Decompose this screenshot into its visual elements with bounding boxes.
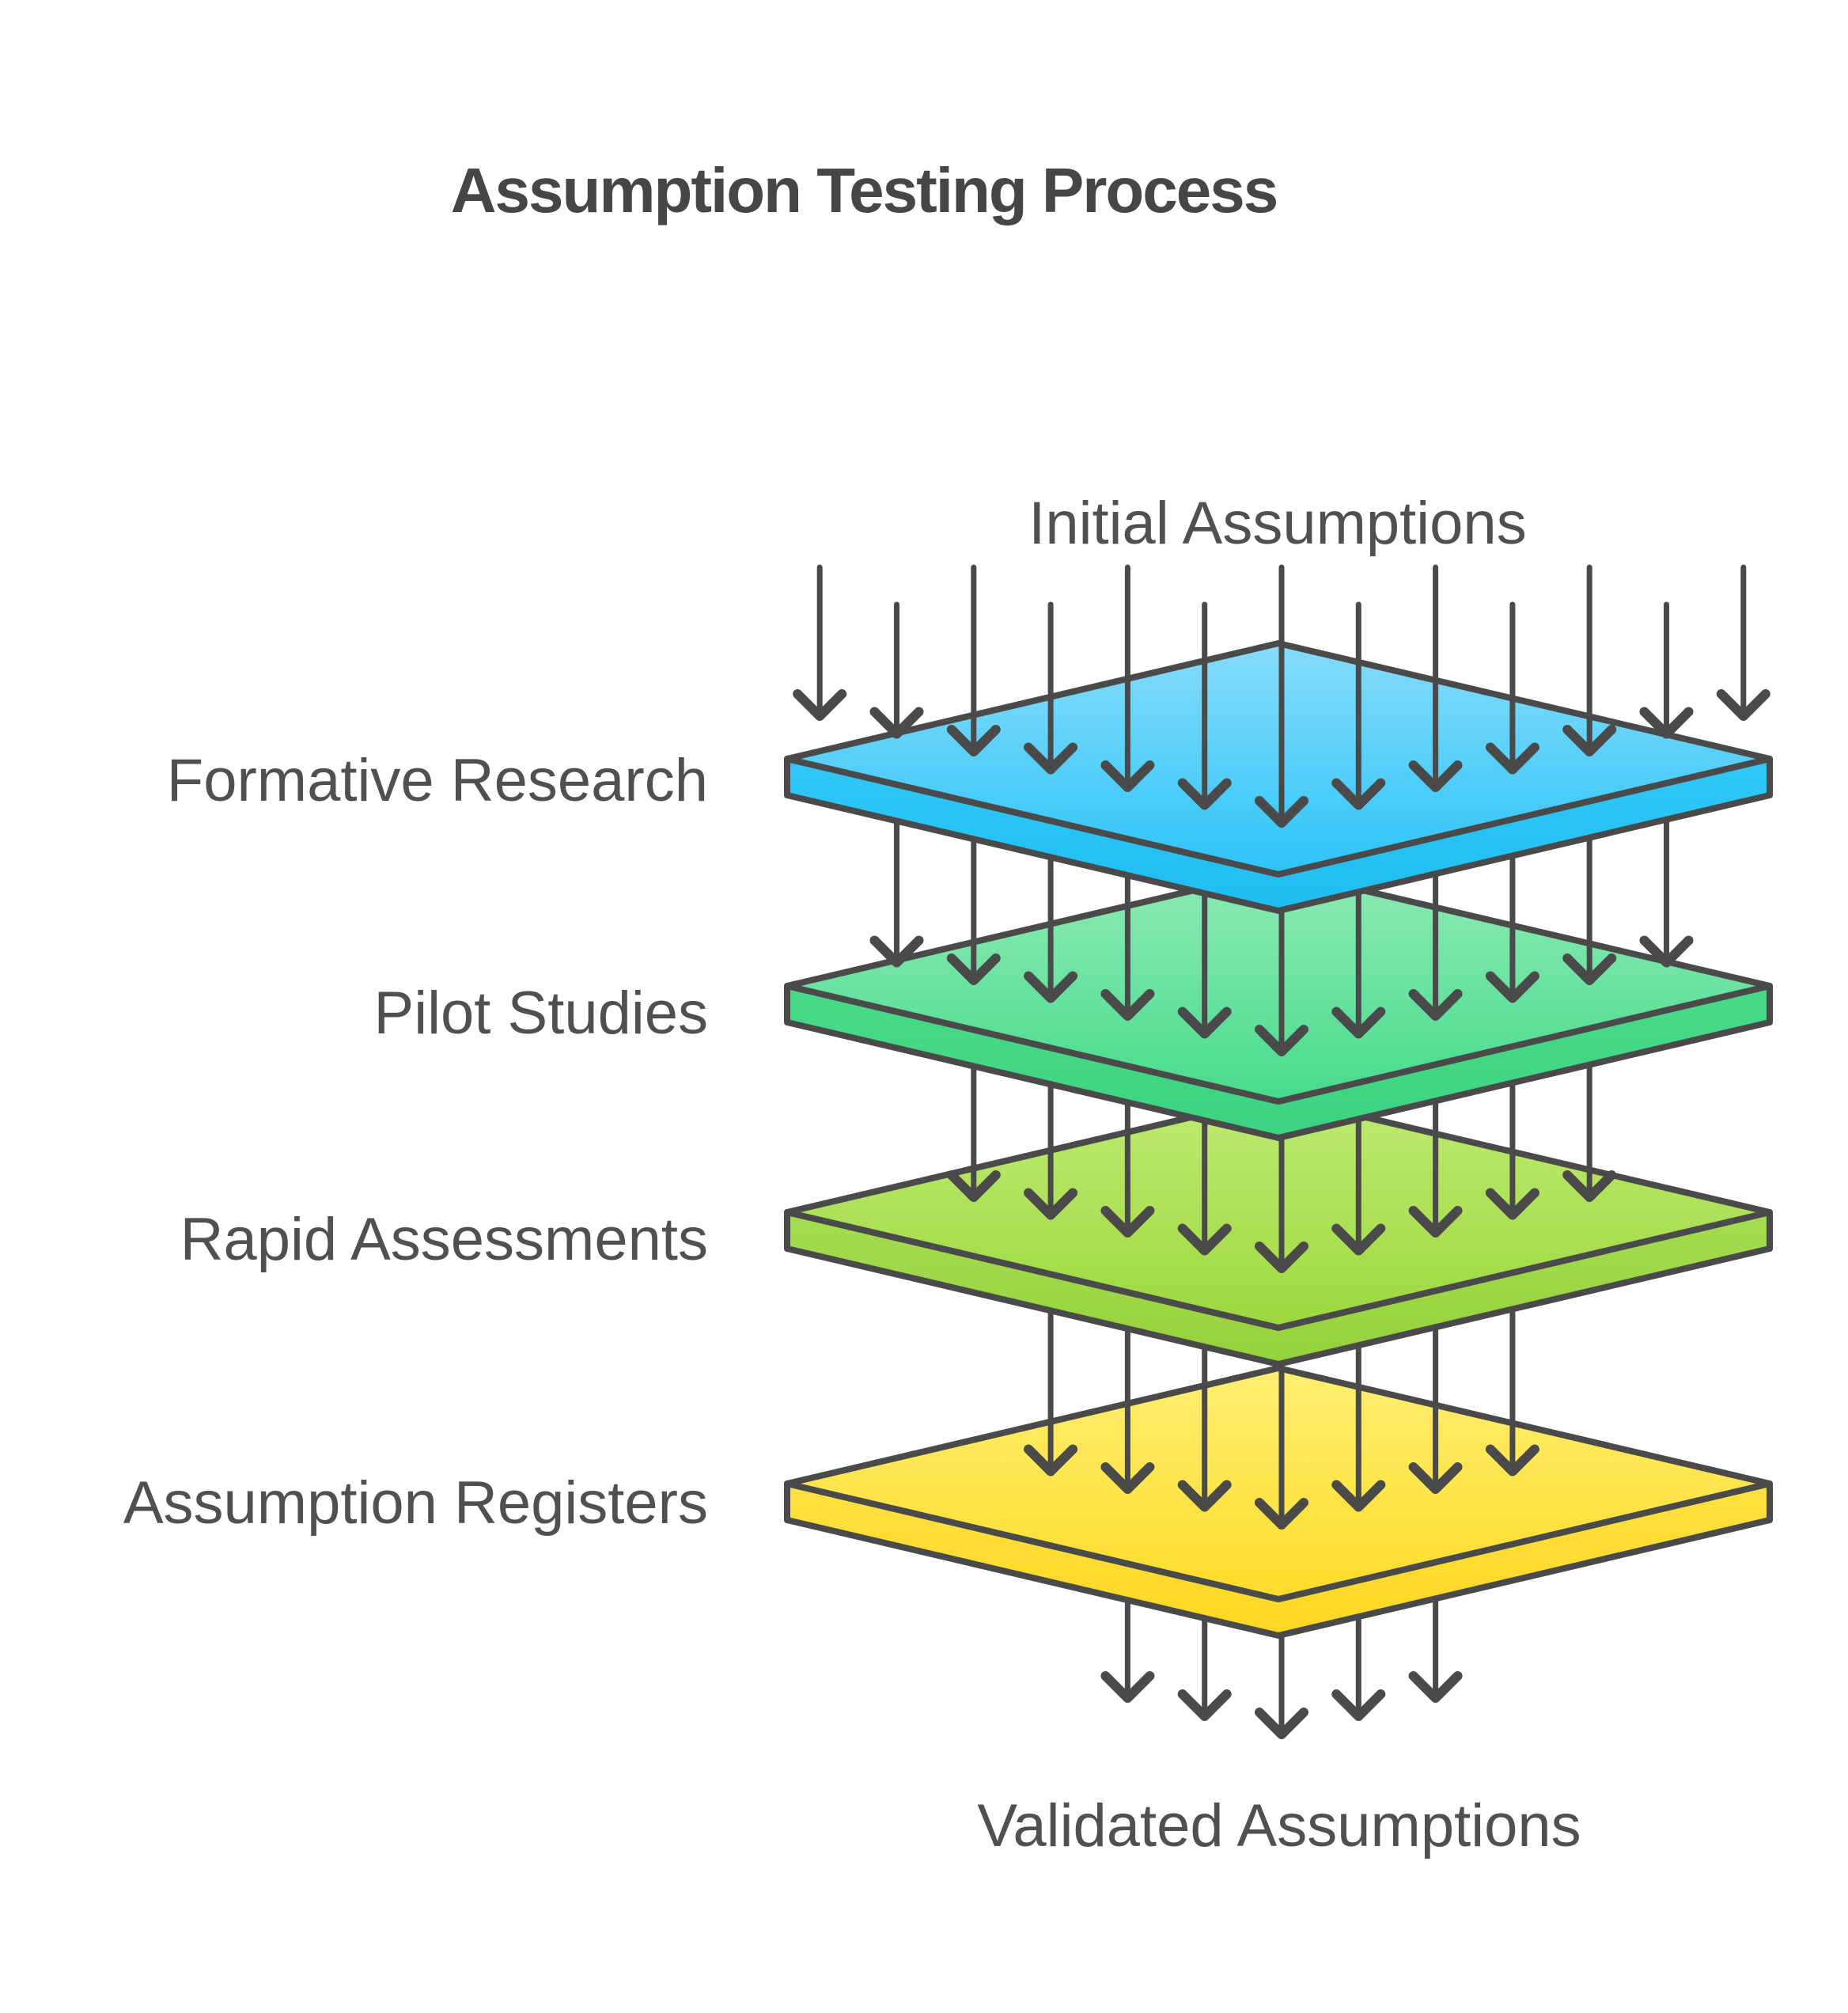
arrowhead-chevron-icon (1562, 725, 1617, 756)
stage-label-rapid-assessments: Rapid Assessments (180, 1206, 708, 1273)
arrowhead-chevron-icon (869, 935, 924, 968)
arrowhead-chevron-icon (1331, 1223, 1386, 1256)
flow-arrow (869, 601, 924, 739)
arrowhead-chevron-icon (793, 689, 847, 721)
arrowhead-chevron-icon (1024, 971, 1078, 1003)
arrowhead-chevron-icon (1408, 989, 1463, 1021)
arrowhead-chevron-icon (1255, 1242, 1308, 1273)
arrowhead-chevron-icon (1100, 1671, 1155, 1703)
arrowhead-chevron-icon (1177, 1006, 1232, 1039)
initial-assumptions-arrows (793, 564, 1770, 828)
arrowhead-chevron-icon (1255, 796, 1308, 828)
arrowhead-chevron-icon (1177, 1223, 1232, 1256)
arrowhead-chevron-icon (1331, 1006, 1386, 1039)
flow-arrow (1639, 601, 1694, 739)
layer-top-face (784, 867, 1773, 1105)
arrowhead-chevron-icon (1485, 971, 1539, 1003)
arrowhead-chevron-icon (946, 725, 1001, 756)
flow-arrow (1024, 601, 1078, 775)
stage-label-pilot-studies: Pilot Studies (374, 980, 708, 1047)
flow-arrow (1485, 601, 1539, 775)
arrowhead-chevron-icon (1255, 1498, 1308, 1530)
flow-arrow (1177, 601, 1232, 810)
arrowhead-chevron-icon (1408, 1462, 1463, 1494)
layer-rapid-assessments (784, 1094, 1773, 1367)
arrowhead-chevron-icon (1716, 689, 1770, 721)
arrowhead-chevron-icon (946, 953, 1001, 985)
flow-arrow (1716, 564, 1770, 721)
arrowhead-chevron-icon (1408, 1206, 1463, 1238)
layer-top-face (784, 640, 1773, 878)
arrowhead-chevron-icon (1100, 1462, 1155, 1494)
arrowhead-chevron-icon (1177, 778, 1232, 810)
arrowhead-chevron-icon (946, 1170, 1001, 1202)
page-title: Assumption Testing Process (451, 155, 1278, 226)
flow-arrow (946, 564, 1001, 756)
arrowhead-chevron-icon (1331, 1480, 1386, 1512)
arrowhead-chevron-icon (1408, 1671, 1463, 1703)
flow-arrow (1100, 564, 1155, 792)
layer-assumption-registers (784, 1365, 1773, 1639)
arrowhead-chevron-icon (1331, 1689, 1386, 1721)
arrowhead-chevron-icon (1024, 1188, 1078, 1220)
arrowhead-chevron-icon (1639, 707, 1694, 739)
arrowhead-chevron-icon (1562, 953, 1617, 985)
layer-formative-research (784, 640, 1773, 914)
arrowhead-chevron-icon (1177, 1689, 1232, 1721)
layer-top-face (784, 1365, 1773, 1602)
stage-label-assumption-registers: Assumption Registers (123, 1469, 708, 1537)
arrowhead-chevron-icon (1177, 1480, 1232, 1512)
arrowhead-chevron-icon (1255, 1708, 1308, 1739)
flow-arrow (1408, 564, 1463, 792)
flow-arrow (1331, 601, 1386, 810)
arrowhead-chevron-icon (1485, 1188, 1539, 1220)
arrowhead-chevron-icon (1024, 742, 1078, 775)
arrowhead-chevron-icon (1562, 1170, 1617, 1202)
arrowhead-chevron-icon (1100, 1206, 1155, 1238)
arrowhead-chevron-icon (1639, 935, 1694, 968)
arrowhead-chevron-icon (1255, 1025, 1308, 1056)
layer-pilot-studies (784, 867, 1773, 1141)
arrowhead-chevron-icon (1408, 760, 1463, 792)
arrowhead-chevron-icon (869, 707, 924, 739)
flow-arrow (1255, 564, 1308, 828)
flow-arrow (793, 564, 847, 721)
arrowhead-chevron-icon (1024, 1444, 1078, 1477)
arrowhead-chevron-icon (1100, 760, 1155, 792)
arrowhead-chevron-icon (1331, 778, 1386, 810)
stage-label-formative-research: Formative Research (167, 747, 708, 814)
output-label: Validated Assumptions (977, 1792, 1581, 1859)
input-label: Initial Assumptions (1028, 490, 1526, 557)
arrowhead-chevron-icon (1485, 1444, 1539, 1477)
arrowhead-chevron-icon (1485, 742, 1539, 775)
flow-arrow (1562, 564, 1617, 756)
arrowhead-chevron-icon (1100, 989, 1155, 1021)
